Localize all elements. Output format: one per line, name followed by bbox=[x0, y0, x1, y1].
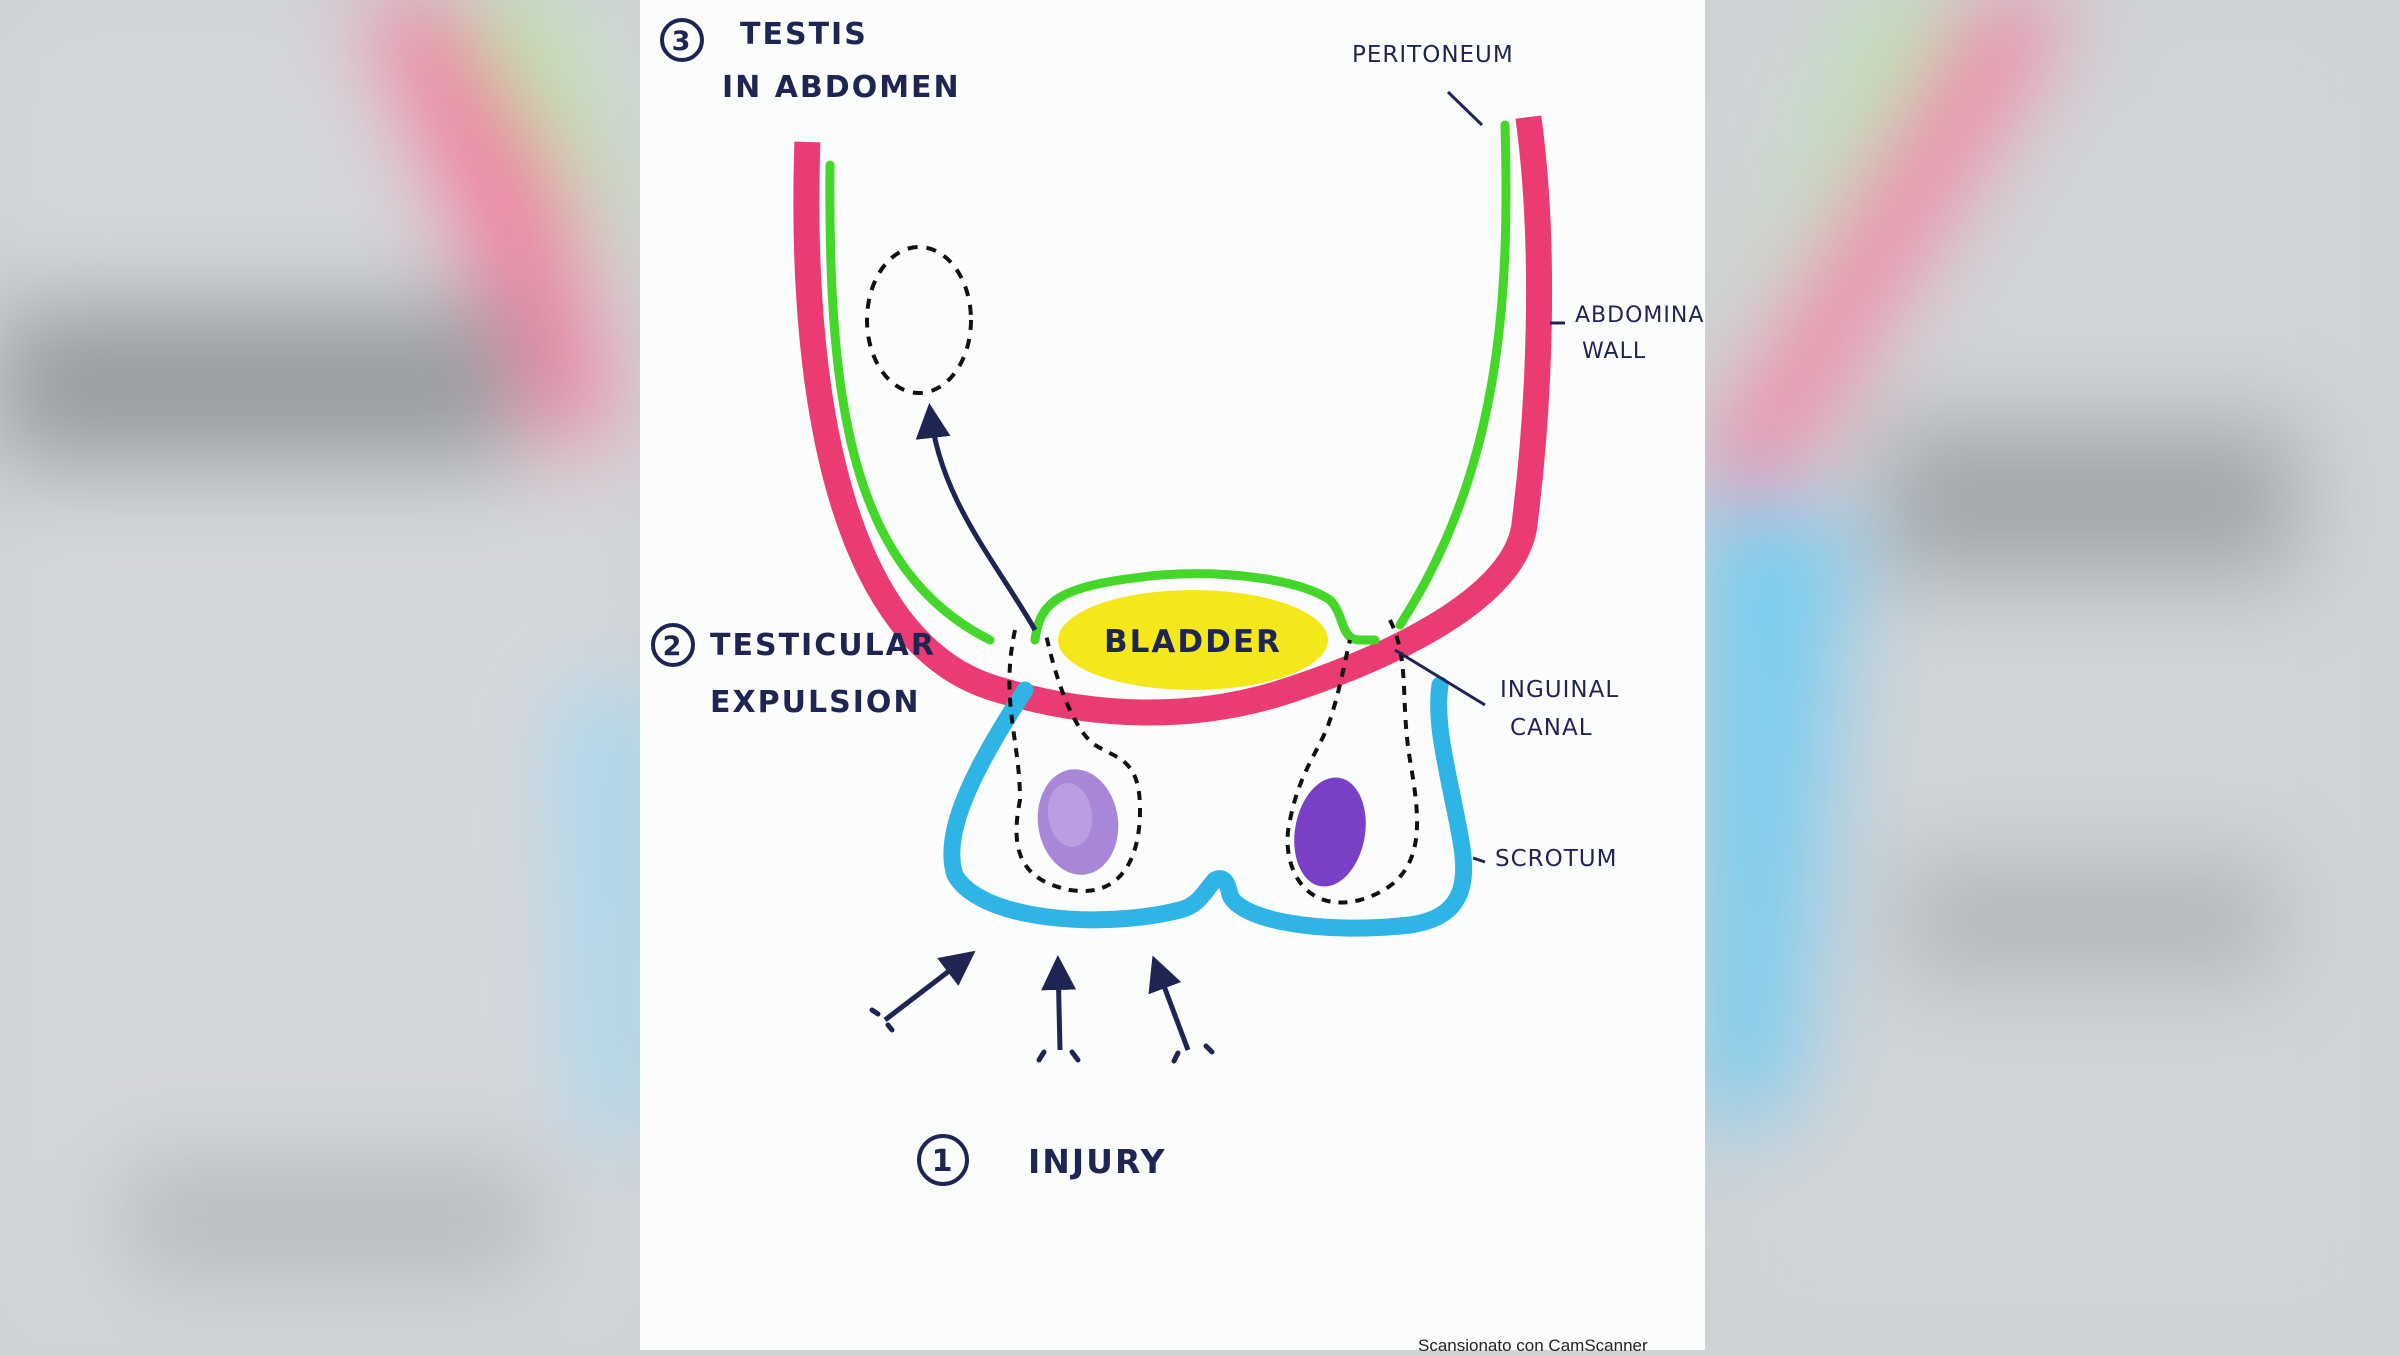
bladder bbox=[1058, 590, 1328, 690]
step1-badge bbox=[917, 1134, 969, 1186]
step1-number: 1 bbox=[932, 1144, 955, 1179]
injury-arrow-left bbox=[883, 950, 976, 1022]
abdominal-wall-label-line2: WALL bbox=[1582, 339, 1646, 364]
testicular-retraction-diagram: BLADDER 3 bbox=[651, 17, 1705, 1186]
step3-line2: IN ABDOMEN bbox=[722, 70, 961, 105]
peritoneum-label: PERITONEUM bbox=[1352, 42, 1514, 68]
scanned-page: BLADDER 3 bbox=[640, 0, 1705, 1350]
arrow-fletchings bbox=[869, 1007, 1215, 1064]
step2-line2: EXPULSION bbox=[710, 685, 920, 720]
right-testis bbox=[1294, 777, 1366, 887]
step2-line1: TESTICULAR bbox=[710, 628, 936, 663]
peritoneum-pointer bbox=[1446, 90, 1484, 127]
bladder-label: BLADDER bbox=[1104, 624, 1282, 660]
scrotum bbox=[943, 676, 1473, 937]
step1-text: INJURY bbox=[1028, 1142, 1166, 1181]
scrotum-label: SCROTUM bbox=[1495, 846, 1617, 872]
left-dashed-outline bbox=[1007, 629, 1143, 894]
step3-line1: TESTIS bbox=[740, 17, 868, 52]
inguinal-canal-pointer bbox=[1394, 648, 1486, 707]
inguinal-canal-label-line2: CANAL bbox=[1510, 715, 1593, 741]
inguinal-canal-label-line1: INGUINAL bbox=[1500, 677, 1619, 703]
abdominal-wall bbox=[793, 115, 1553, 726]
step3-badge bbox=[660, 18, 704, 62]
scrotum-pointer bbox=[1472, 856, 1486, 864]
step3-number: 3 bbox=[672, 26, 693, 57]
injury-arrow-right bbox=[1148, 955, 1191, 1051]
right-dashed-outline bbox=[1285, 619, 1420, 905]
peritoneum-right bbox=[1395, 120, 1511, 630]
peritoneum bbox=[825, 160, 995, 645]
peritoneum-over-bladder bbox=[1030, 569, 1380, 645]
scanner-watermark: Scansionato con CamScanner bbox=[1418, 1336, 1648, 1355]
step2-number: 2 bbox=[663, 631, 684, 662]
arrow-up-icon bbox=[915, 403, 1038, 632]
left-testis-shade bbox=[1047, 783, 1093, 847]
step2-badge bbox=[651, 623, 695, 667]
injury-arrow-middle bbox=[1041, 955, 1077, 1051]
dashed-outline-icon bbox=[865, 245, 973, 395]
abdominal-wall-label-line1: ABDOMINAL bbox=[1575, 303, 1705, 328]
